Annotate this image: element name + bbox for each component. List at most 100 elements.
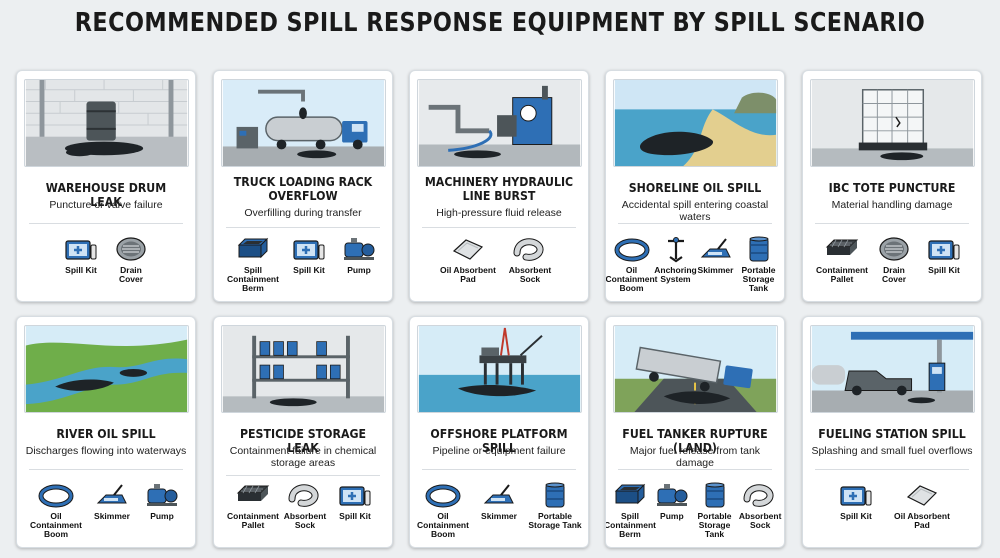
card-title: PESTICIDE STORAGE LEAK <box>239 426 367 455</box>
absorbent-sock-icon <box>513 238 544 261</box>
equipment-item: Containment Pallet <box>816 235 868 299</box>
equipment-label: Pump <box>347 265 371 275</box>
shoreline-scene <box>613 79 778 167</box>
card-divider <box>29 469 183 470</box>
storage-tank-icon <box>545 482 565 508</box>
equipment-list: Oil Containment Boom Skimmer Portable St… <box>412 481 586 545</box>
card-subtitle: Major fuel release from tank damage <box>629 445 761 469</box>
river-scene <box>24 325 189 413</box>
equipment-item: Absorbent Sock <box>501 235 559 299</box>
equipment-label: Anchoring System <box>654 265 697 284</box>
card-divider <box>422 227 576 228</box>
card-title: IBC TOTE PUNCTURE <box>828 180 956 195</box>
absorbent-pad-icon <box>452 239 484 260</box>
scenario-card-fuel-tanker-rupture[interactable]: FUEL TANKER RUPTURE (LAND) Major fuel re… <box>605 316 785 548</box>
storage-tank-icon <box>705 482 725 508</box>
card-subtitle: Containment failure in chemical storage … <box>229 445 377 469</box>
equipment-label: Spill Kit <box>293 265 325 275</box>
scenario-card-truck-loading-rack[interactable]: TRUCK LOADING RACK OVERFLOW Overfilling … <box>213 70 393 302</box>
scenario-card-river-oil[interactable]: RIVER OIL SPILL Discharges flowing into … <box>16 316 196 548</box>
containment-berm-icon <box>614 483 646 505</box>
equipment-item: Spill Kit <box>58 235 104 299</box>
equipment-list: Containment Pallet Drain Cover Spill Kit <box>805 235 979 299</box>
scenario-card-warehouse-drum-leak[interactable]: WAREHOUSE DRUM LEAK Puncture or valve fa… <box>16 70 196 302</box>
card-subtitle: Pipeline or equipment failure <box>432 445 566 457</box>
equipment-item: Spill Containment Berm <box>606 481 656 545</box>
card-subtitle: Overfilling during transfer <box>244 207 362 219</box>
equipment-item: Spill Kit <box>332 481 378 545</box>
equipment-list: Spill Containment Berm Spill Kit Pump <box>216 235 390 299</box>
card-title: TRUCK LOADING RACK OVERFLOW <box>233 174 373 203</box>
equipment-item: Drain Cover <box>871 235 917 299</box>
card-subtitle: Puncture or valve failure <box>49 199 163 211</box>
card-title: WAREHOUSE DRUM LEAK <box>45 180 167 209</box>
scenario-card-offshore-platform[interactable]: OFFSHORE PLATFORM SPILL Pipeline or equi… <box>409 316 589 548</box>
equipment-item: Spill Kit <box>286 235 332 299</box>
storage-tank-icon <box>749 236 768 262</box>
scenario-card-pesticide-storage[interactable]: PESTICIDE STORAGE LEAK Containment failu… <box>213 316 393 548</box>
equipment-item: Absorbent Sock <box>738 481 782 545</box>
card-subtitle: High-pressure fluid release <box>436 207 562 219</box>
equipment-label: Oil Containment Boom <box>30 511 82 539</box>
card-divider <box>815 469 969 470</box>
drain-cover-icon <box>116 237 146 261</box>
absorbent-pad-icon <box>906 485 938 506</box>
equipment-item: Absorbent Sock <box>282 481 328 545</box>
equipment-label: Spill Containment Berm <box>605 511 656 539</box>
equipment-label: Spill Kit <box>840 511 872 521</box>
card-title: FUEL TANKER RUPTURE (LAND) <box>622 426 768 455</box>
card-title: FUELING STATION SPILL <box>818 426 966 441</box>
scenario-card-fueling-station[interactable]: FUELING STATION SPILL Splashing and smal… <box>802 316 982 548</box>
equipment-label: Oil Absorbent Pad <box>440 265 496 284</box>
equipment-label: Absorbent Sock <box>283 511 327 530</box>
containment-berm-icon <box>237 237 269 259</box>
equipment-label: Pump <box>660 511 684 521</box>
equipment-item: Spill Containment Berm <box>224 235 282 299</box>
equipment-list: Spill Containment Berm Pump Portable Sto… <box>606 481 782 545</box>
ibc-tote-scene <box>810 79 975 167</box>
equipment-label: Spill Containment Berm <box>227 265 279 293</box>
card-divider <box>618 223 772 224</box>
equipment-label: Absorbent Sock <box>508 265 552 284</box>
equipment-item: Portable Storage Tank <box>692 481 738 545</box>
containment-pallet-icon <box>825 239 859 255</box>
equipment-item: Oil Containment Boom <box>605 235 658 299</box>
equipment-item: Skimmer <box>697 235 735 299</box>
equipment-label: Portable Storage Tank <box>741 265 776 293</box>
card-subtitle: Accidental spill entering coastal waters <box>621 199 769 223</box>
scenario-card-machinery-hydraulic[interactable]: MACHINERY HYDRAULIC LINE BURST High-pres… <box>409 70 589 302</box>
spill-kit-icon <box>339 486 371 506</box>
scenario-card-ibc-tote[interactable]: IBC TOTE PUNCTURE Material handling dama… <box>802 70 982 302</box>
pump-icon <box>656 484 688 506</box>
card-divider <box>226 475 380 476</box>
spill-kit-icon <box>65 240 97 260</box>
equipment-label: Absorbent Sock <box>738 511 782 530</box>
containment-boom-icon <box>38 484 74 508</box>
equipment-item: Pump <box>653 481 691 545</box>
anchor-icon <box>667 237 684 263</box>
equipment-list: Oil Absorbent Pad Absorbent Sock <box>412 235 586 299</box>
skimmer-icon <box>483 484 514 504</box>
card-title: OFFSHORE PLATFORM SPILL <box>430 426 568 455</box>
equipment-item: Pump <box>139 481 185 545</box>
scenario-card-shoreline-oil[interactable]: SHORELINE OIL SPILL Accidental spill ent… <box>605 70 785 302</box>
equipment-label: Spill Kit <box>339 511 371 521</box>
spill-kit-icon <box>293 240 325 260</box>
containment-boom-icon <box>614 238 649 262</box>
equipment-item: Skimmer <box>476 481 522 545</box>
equipment-label: Oil Absorbent Pad <box>894 511 950 530</box>
equipment-label: Oil Containment Boom <box>605 265 658 293</box>
equipment-label: Skimmer <box>481 511 517 521</box>
card-divider <box>815 223 969 224</box>
card-divider <box>29 223 183 224</box>
equipment-list: Oil Containment Boom Skimmer Pump <box>19 481 193 545</box>
fueling-station-scene <box>810 325 975 413</box>
equipment-item: Containment Pallet <box>227 481 279 545</box>
page-title: RECOMMENDED SPILL RESPONSE EQUIPMENT BY … <box>74 8 926 38</box>
card-title: RIVER OIL SPILL <box>56 426 156 441</box>
truck-loading-scene <box>221 79 386 167</box>
equipment-label: Containment Pallet <box>816 265 868 284</box>
equipment-item: Spill Kit <box>833 481 879 545</box>
equipment-item: Portable Storage Tank <box>736 235 782 299</box>
equipment-label: Skimmer <box>94 511 130 521</box>
